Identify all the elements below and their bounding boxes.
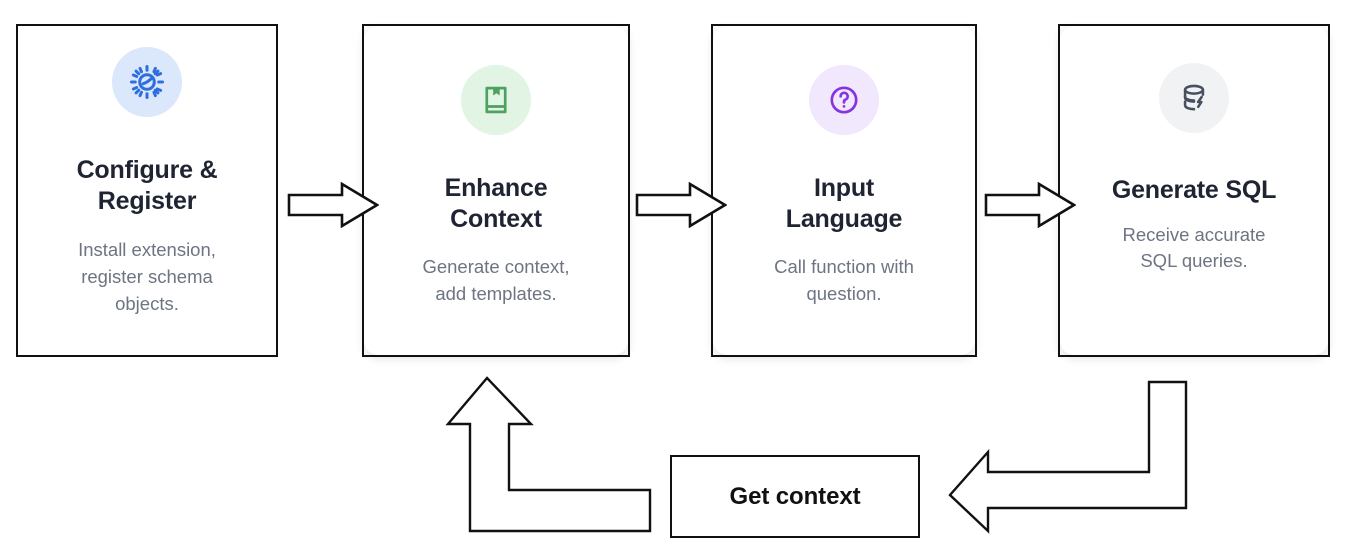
card-body: Input Language Call function with questi…: [713, 26, 975, 355]
get-context-box[interactable]: Get context: [670, 455, 920, 538]
card-title: Generate SQL: [1111, 176, 1277, 204]
card-title: Enhance Context: [444, 174, 548, 233]
step-card-configure-register[interactable]: Configure & Register Install extension, …: [16, 24, 278, 357]
card-title: Configure & Register: [76, 156, 218, 215]
step-card-generate-sql[interactable]: Generate SQL Receive accurate SQL querie…: [1058, 24, 1330, 357]
arrow-right-icon: [287, 181, 380, 229]
card-description: Call function with question.: [774, 256, 914, 304]
step-card-input-language[interactable]: Input Language Call function with questi…: [711, 24, 977, 357]
book-bookmark-icon: [461, 65, 531, 135]
get-context-label: Get context: [729, 482, 861, 510]
card-body: Enhance Context Generate context, add te…: [364, 26, 628, 355]
card-body: Generate SQL Receive accurate SQL querie…: [1060, 26, 1328, 355]
arrow-right-icon: [635, 181, 728, 229]
card-description: Receive accurate SQL queries.: [1122, 223, 1266, 272]
question-circle-icon: [809, 65, 879, 135]
step-card-enhance-context[interactable]: Enhance Context Generate context, add te…: [362, 24, 630, 357]
database-bolt-icon: [1159, 63, 1229, 133]
card-description: Install extension, register schema objec…: [78, 239, 216, 314]
card-description: Generate context, add templates.: [422, 256, 570, 304]
gear-icon: [112, 47, 182, 117]
arrow-right-icon: [984, 181, 1077, 229]
card-body: Configure & Register Install extension, …: [18, 26, 276, 355]
card-title: Input Language: [785, 174, 903, 233]
arrow-left-elbow-icon: [948, 380, 1188, 534]
arrow-up-elbow-icon: [445, 376, 652, 533]
